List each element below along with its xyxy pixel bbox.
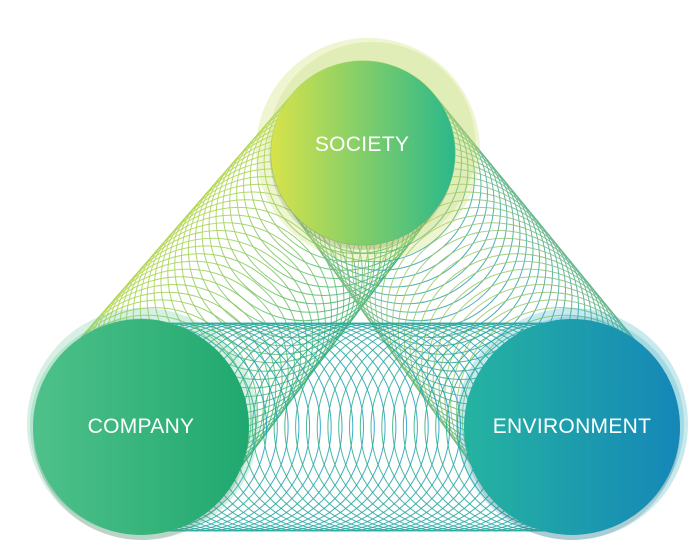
environment-node: ENVIRONMENT [464, 319, 680, 540]
ring-society-company [174, 168, 370, 364]
environment-label: ENVIRONMENT [493, 415, 651, 438]
ring-company-environment [252, 322, 461, 532]
ring-society-company [160, 183, 357, 380]
ring-society-company [167, 176, 363, 372]
society-circle [271, 61, 455, 245]
company-node: COMPANY [33, 319, 249, 540]
ring-society-company [153, 191, 351, 389]
society-node: SOCIETY [270, 61, 455, 250]
ring-society-company [146, 199, 345, 398]
ring-company-environment [230, 322, 440, 532]
environment-circle [464, 319, 680, 535]
society-label: SOCIETY [315, 133, 409, 156]
company-label: COMPANY [88, 415, 195, 438]
company-circle [33, 319, 249, 535]
